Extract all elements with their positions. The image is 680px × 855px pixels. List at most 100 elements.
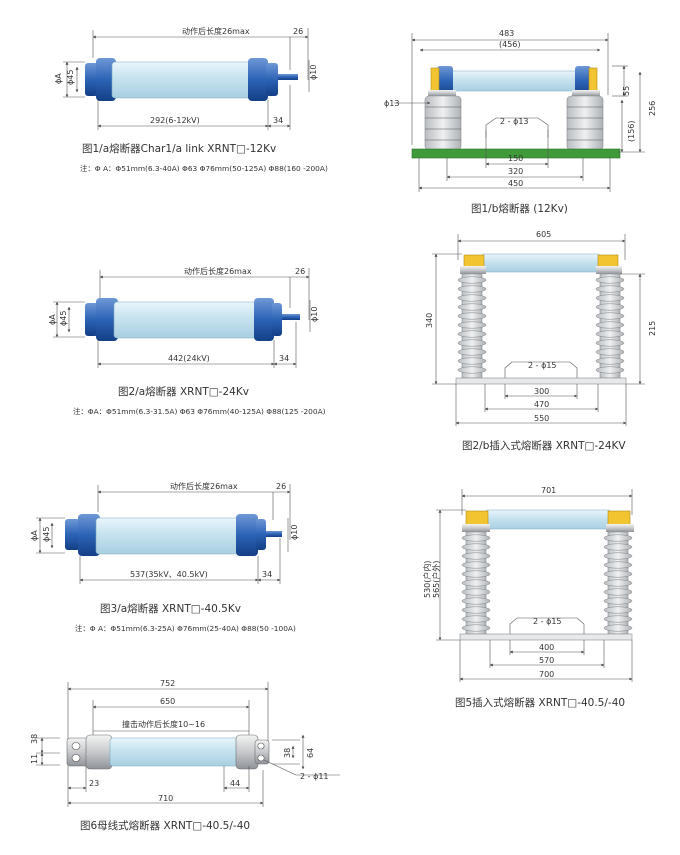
fig5-insulator-shed [603,561,633,569]
fig2b-insulator-shed [457,312,487,320]
fig5-dim-400: 400 [539,643,554,652]
fig2b-insulator-shed [457,285,487,293]
fig3a-dim-phi10: ϕ10 [290,525,299,540]
fig2b-insulator-shed [457,357,487,365]
fig1a-right-cap [248,58,268,101]
fig2a-fuse-drawing: 动作后长度26max 26 ϕ10 ϕA ϕ45 442(24kV) 34 [48,266,319,368]
fig3a-caption: 图3/a熔断器 XRNT□-40.5Kv [100,602,241,615]
fig5-insulator-shed [603,543,633,551]
fig1a-dim-phi10: ϕ10 [309,65,318,80]
fig1b-fuse-base-drawing: 483 (456) ϕ13 55 [384,29,657,192]
fig5-dim-530: 530(户内) [422,560,432,598]
fig6-dim-710: 710 [158,794,173,803]
fig2b-insulator-shed [457,348,487,356]
fig1a-dim-phi45: ϕ45 [66,70,75,85]
fig6-caption: 图6母线式熔断器 XRNT□-40.5/-40 [80,819,250,832]
fig2a-note: 注：ΦA：Φ51mm(6.3-31.5A) Φ63 Φ76mm(40-125A)… [73,407,326,416]
fig2b-fuse-body [481,253,601,273]
fig2a-fuse-body [113,301,259,339]
fig6-dim-23: 23 [89,779,99,788]
fig2a-striker-pin [282,314,300,320]
fig1b-dim-450: 450 [508,179,523,188]
fig2a-dim-34: 34 [279,354,289,363]
fig1b-dim-156: (156) [627,120,636,142]
fig2a-dim-phiA: ϕA [48,314,57,325]
fig1a-left-cap [85,63,98,96]
fig2b-dim-340: 340 [425,313,434,328]
fig1a-dim-phiA: ϕA [54,73,63,84]
fig1b-dim-150: 150 [508,154,523,163]
fig6-dim-64: 64 [306,748,315,758]
fig2b-dim-470: 470 [534,400,549,409]
fig5-dim-701: 701 [541,486,556,495]
fig2b-dim-550: 550 [534,414,549,423]
fig1a-stroke-label: 动作后长度26max [182,26,250,36]
fig1b-dim-456: (456) [499,40,521,49]
fig3a-dim-phiA: ϕA [30,530,39,541]
fig3a-left-cap [78,514,100,556]
fig6-dim-752: 752 [160,679,175,688]
fig2b-dim-215: 215 [648,321,657,336]
fig2b-base-plate [455,377,627,385]
fig6-fuse-body [109,737,239,767]
fig1a-dim-length: 292(6-12kV) [150,116,200,125]
fig2b-dim-2phi15: 2 - ϕ15 [528,361,557,370]
fig5-dim-570: 570 [539,656,554,665]
fig6-dim-38-right: 38 [283,748,292,758]
fig1b-fuse-body [447,70,581,92]
fig2a-caption: 图2/a熔断器 XRNT□-24Kv [118,385,249,398]
fig2b-insulator-shed [595,348,625,356]
fig2a-dim-length: 442(24kV) [168,354,210,363]
fig2b-insulator-shed [457,276,487,284]
fig1a-dim-34: 34 [273,116,283,125]
fig5-insulator-shed [603,534,633,542]
fig2b-insulator-shed [595,276,625,284]
fig5-insulator-shed [603,615,633,623]
fig3a-striker-pin [266,531,282,537]
fig2a-dim-phi10: ϕ10 [310,307,319,322]
fig1a-dim-26: 26 [293,27,303,36]
fig3a-fuse-drawing: 动作后长度26max 26 ϕ10 ϕA ϕ45 537(35kV、40.5kV… [30,481,299,584]
fig2b-caption: 图2/b插入式熔断器 XRNT□-24KV [462,439,626,452]
fig3a-dim-34: 34 [262,570,272,579]
fig1a-fuse-body [111,61,253,99]
fig6-busbar-fuse-drawing: 752 650 撞击动作后长度10~16 38 11 23 44 [30,679,340,807]
fig5-insulator-shed [461,588,491,596]
fig2b-insulator-shed [457,366,487,374]
fig2a-right-cap [254,298,274,341]
fig1b-dim-55: 55 [622,86,631,96]
fig1b-dim-phi13: ϕ13 [384,99,399,108]
fig2b-insulator-shed [595,330,625,338]
fig5-dim-700: 700 [539,670,554,679]
fig3a-right-cap [236,514,258,556]
fig5-insulator-shed [461,615,491,623]
fig1b-right-insulator [566,95,604,151]
fig6-dim-650: 650 [160,697,175,706]
fig2b-insulator-shed [457,294,487,302]
fig5-insulator-shed [461,597,491,605]
fig1b-dim-2phi13: 2 - ϕ13 [500,117,529,126]
fig2b-insulator-shed [595,366,625,374]
fig1a-caption: 图1/a熔断器Char1/a link XRNT□-12Kv [82,142,276,155]
fig2b-insertion-fuse-drawing: 605 340 215 2 - ϕ15 300 470 [425,230,657,426]
fig5-insulator-shed [461,579,491,587]
fig1b-caption: 图1/b熔断器 (12Kv) [471,202,568,215]
fig3a-fuse-body [95,517,241,555]
fig5-insulator-shed [603,579,633,587]
fig2b-insulator-shed [595,303,625,311]
fig5-dim-565: 565(户外) [431,560,441,598]
fig2b-insulator-shed [595,357,625,365]
fig2b-insulator-shed [595,285,625,293]
fig5-base-plate [459,633,633,641]
fig2b-insulator-shed [457,321,487,329]
fig2b-insulator-shed [457,339,487,347]
fig6-stroke-label: 撞击动作后长度10~16 [122,719,205,729]
fig3a-dim-length: 537(35kV、40.5kV) [130,570,208,579]
fig2b-insulator-shed [595,312,625,320]
fig3a-dim-phi45: ϕ45 [42,527,51,542]
fig5-insulator-shed [461,570,491,578]
fig1b-dim-320: 320 [508,167,523,176]
fig6-dim-2phi11: 2 - ϕ11 [300,772,329,781]
fig5-insulator-shed [603,570,633,578]
